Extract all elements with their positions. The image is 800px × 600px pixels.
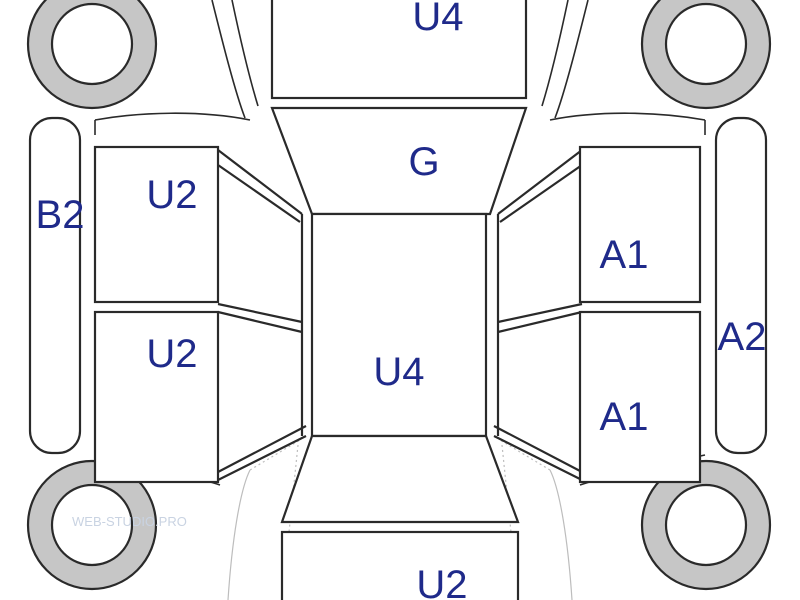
left-door-front-label: U2 xyxy=(146,173,197,217)
right-door-front[interactable] xyxy=(578,145,702,304)
roof-top-panel[interactable] xyxy=(270,0,528,100)
wheel-rear-right xyxy=(640,459,772,591)
rear-window-panel[interactable] xyxy=(280,434,520,524)
wheel-rear-left xyxy=(26,459,158,591)
right-rocker-label: A2 xyxy=(718,315,767,359)
right-door-rear[interactable] xyxy=(578,310,702,484)
hood-panel[interactable] xyxy=(270,106,528,216)
left-door-rear-label: U2 xyxy=(146,332,197,376)
wheel-front-left xyxy=(26,0,158,110)
left-door-front[interactable] xyxy=(93,145,220,304)
watermark: WEB-STUDIO.PRO xyxy=(72,514,187,529)
left-rocker-label: B2 xyxy=(36,193,85,237)
pillar-lines xyxy=(217,149,583,481)
roof-center-label: U4 xyxy=(373,350,424,394)
hood-label: G xyxy=(408,140,439,184)
left-rocker-panel[interactable] xyxy=(28,116,82,455)
roof-top-label: U4 xyxy=(412,0,463,39)
roof-center-panel[interactable] xyxy=(310,212,488,438)
trunk-panel[interactable] xyxy=(280,530,520,600)
right-rocker-panel[interactable] xyxy=(714,116,768,455)
right-door-rear-label: A1 xyxy=(600,395,649,439)
left-door-rear[interactable] xyxy=(93,310,220,484)
trunk-label: U2 xyxy=(416,563,467,600)
right-door-front-label: A1 xyxy=(600,233,649,277)
wheel-front-right xyxy=(640,0,772,110)
